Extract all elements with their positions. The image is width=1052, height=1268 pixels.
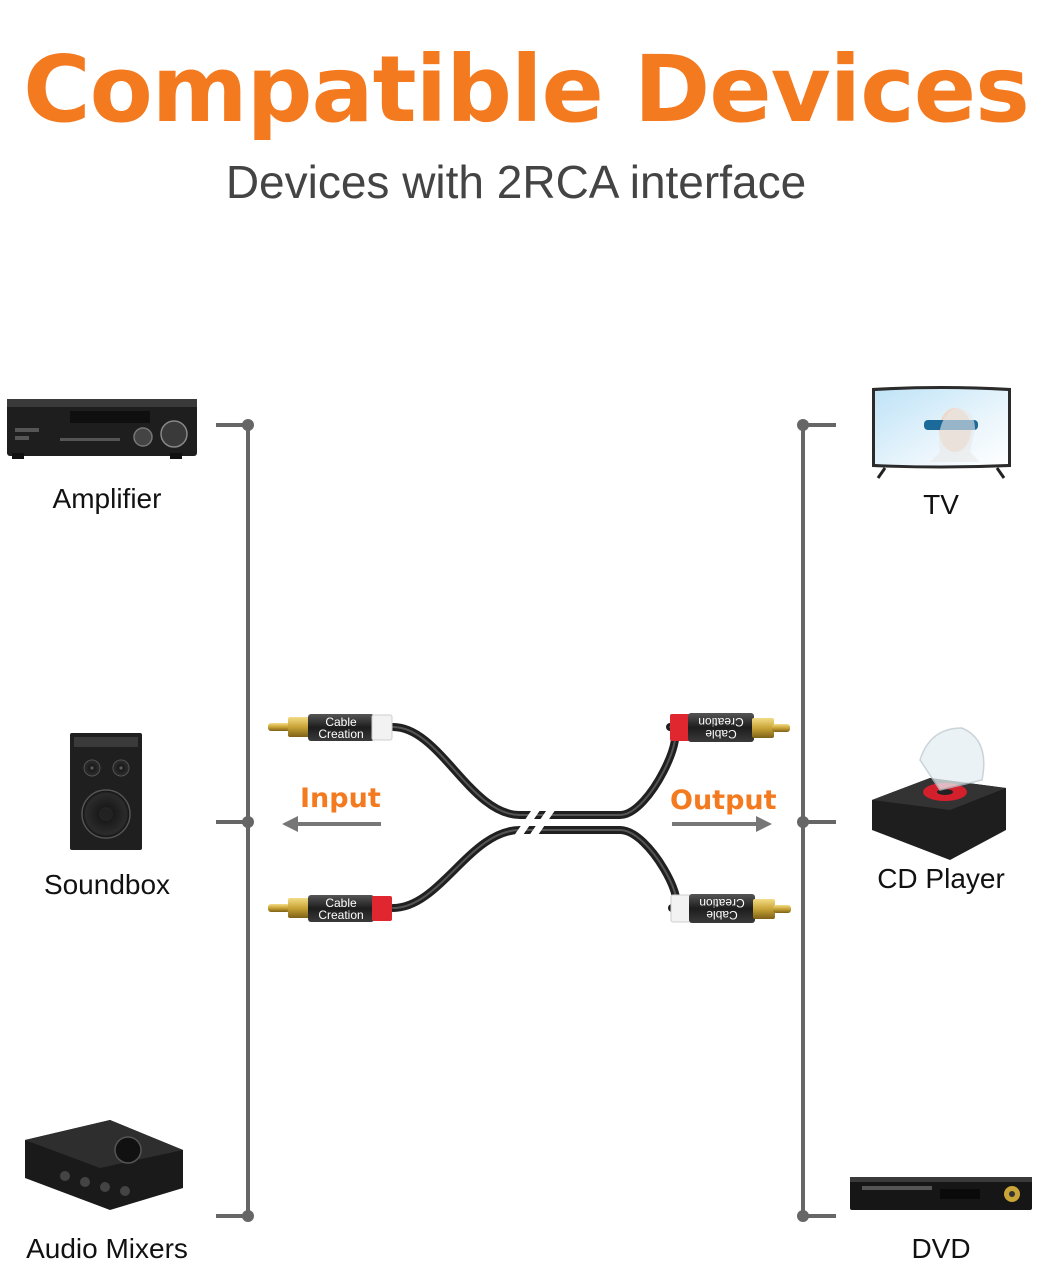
amplifier-icon [7, 399, 197, 459]
svg-text:Creation: Creation [318, 727, 363, 741]
connector-node [797, 1210, 809, 1222]
rca-plug-left-white: Cable Creation [268, 714, 393, 741]
svg-text:Creation: Creation [318, 908, 363, 922]
device-label-tv: TV [923, 489, 959, 520]
device-label-amplifier: Amplifier [52, 483, 162, 514]
rca-plug-left-red: Cable Creation [268, 895, 392, 922]
connector-node [797, 419, 809, 431]
output-arrow [672, 816, 772, 832]
connector-node [242, 1210, 254, 1222]
connector-node [242, 816, 254, 828]
svg-text:Cable: Cable [706, 908, 738, 922]
svg-text:Cable: Cable [705, 727, 737, 741]
soundbox-icon [70, 733, 142, 850]
rca-cable [389, 723, 681, 912]
device-label-soundbox: Soundbox [43, 869, 171, 900]
tv-icon [872, 386, 1011, 479]
rca-plug-right-white: Cable Creation [670, 894, 791, 923]
connector-node [797, 816, 809, 828]
rca-plug-right-red: Cable Creation [670, 713, 790, 742]
svg-text:Creation: Creation [699, 896, 744, 910]
page-title: Compatible Devices [23, 36, 1030, 143]
device-label-dvd: DVD [911, 1233, 971, 1264]
svg-text:Cable: Cable [325, 715, 357, 729]
cd-player-icon [872, 727, 1006, 860]
device-label-audio-mixers: Audio Mixers [26, 1233, 188, 1264]
input-label: Input [300, 783, 381, 814]
audio-mixer-icon [25, 1120, 183, 1210]
svg-text:Creation: Creation [698, 715, 743, 729]
output-label: Output [670, 785, 777, 816]
page-subtitle: Devices with 2RCA interface [225, 156, 807, 208]
connector-node [242, 419, 254, 431]
device-label-cd-player: CD Player [877, 863, 1005, 894]
svg-text:Cable: Cable [325, 896, 357, 910]
dvd-player-icon [850, 1177, 1032, 1210]
input-arrow [282, 816, 381, 832]
